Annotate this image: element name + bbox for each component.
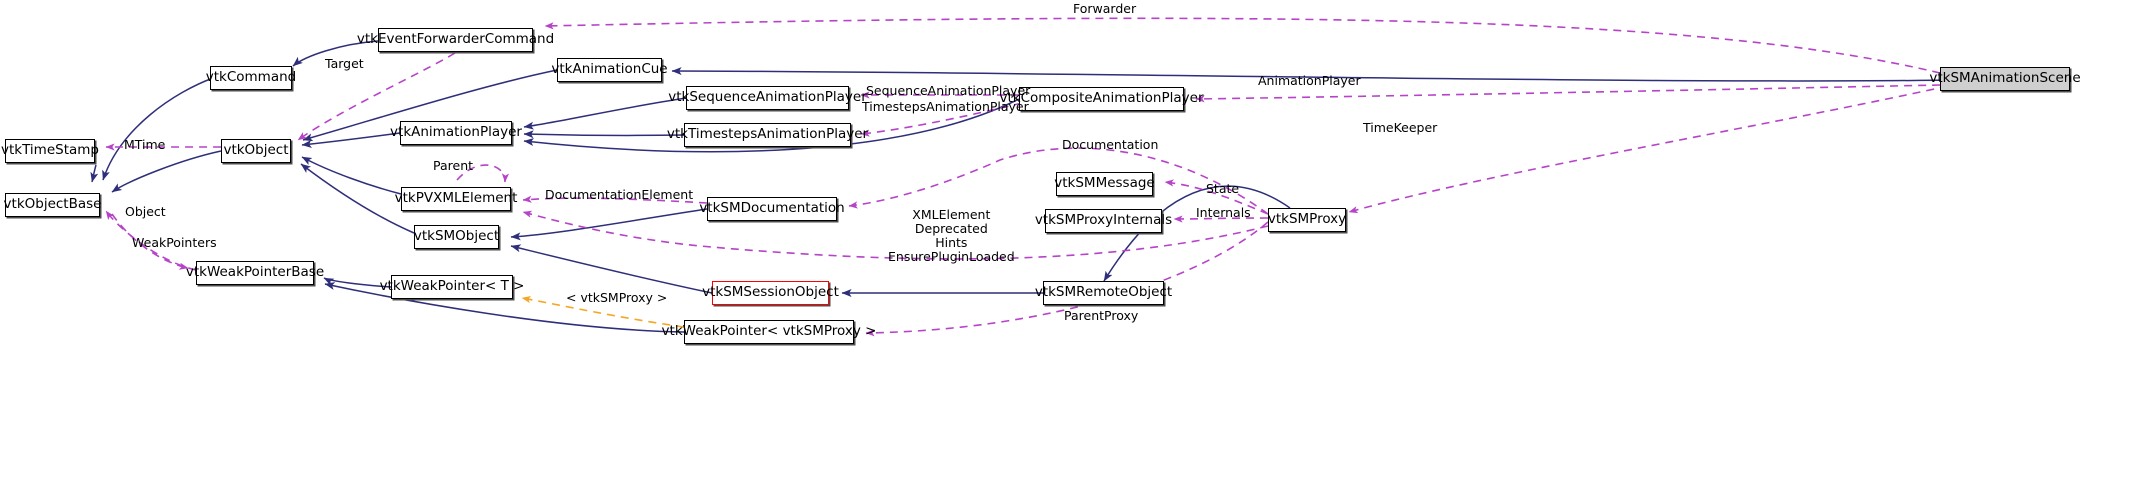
edge-smproxy-xmlelement <box>522 210 1269 260</box>
inheritance-edges <box>90 40 2019 333</box>
edge-label-timestepsanimationplayer: TimestepsAnimationPlayer <box>862 99 1029 114</box>
class-node-vtkSMObject[interactable]: vtkSMObject <box>414 225 499 249</box>
class-node-vtkTimeStamp[interactable]: vtkTimeStamp <box>1 139 99 163</box>
class-node-vtkSMMessage[interactable]: vtkSMMessage <box>1054 172 1155 196</box>
edge-command-to-objectbase <box>102 77 214 181</box>
edge-smproxy-state <box>1164 179 1269 215</box>
edge-sequenceplayer-to-animationplayer <box>523 97 687 130</box>
edge-weakpointert-to-weakpointerbase <box>323 277 392 288</box>
edge-smproxy-internals <box>1173 215 1269 223</box>
class-node-vtkAnimationCue[interactable]: vtkAnimationCue <box>551 58 668 82</box>
edge-eventforwarder-target <box>297 52 456 141</box>
class-node-vtkTimestepsAnimationPlayer[interactable]: vtkTimestepsAnimationPlayer <box>667 123 868 147</box>
edge-label-state: State <box>1206 181 1240 196</box>
class-node-vtkWeakPointerT[interactable]: vtkWeakPointer< T > <box>380 275 524 299</box>
edge-label-documentation: Documentation <box>1062 137 1159 152</box>
edge-label-animationplayer: AnimationPlayer <box>1258 73 1361 88</box>
class-node-vtkCompositeAnimationPlayer[interactable]: vtkCompositeAnimationPlayer <box>1000 87 1204 111</box>
edge-smobject-to-object <box>300 163 415 234</box>
edge-label-vtksmproxy-template: < vtkSMProxy > <box>566 290 668 305</box>
edge-label-parentproxy: ParentProxy <box>1064 308 1139 323</box>
edge-label-documentationelement: DocumentationElement <box>545 187 694 202</box>
class-node-vtkWeakPointerSMProxy[interactable]: vtkWeakPointer< vtkSMProxy > <box>662 320 876 344</box>
edge-label-forwarder: Forwarder <box>1073 1 1137 16</box>
edge-pvxmlelement-to-object <box>301 156 402 195</box>
edge-label-parent: Parent <box>433 158 474 173</box>
edge-smproxy-documentation <box>848 147 1269 215</box>
edge-smsessionobject-to-smobject <box>510 244 713 294</box>
class-node-vtkCommand[interactable]: vtkCommand <box>206 66 296 90</box>
edge-animationscene-timekeeper <box>1348 79 1976 214</box>
class-node-vtkEventForwarderCommand[interactable]: vtkEventForwarderCommand <box>357 28 554 52</box>
class-node-vtkObject[interactable]: vtkObject <box>221 139 291 163</box>
class-node-vtkSMDocumentation[interactable]: vtkSMDocumentation <box>699 197 845 221</box>
edge-animationscene-forwarder <box>544 17 1941 74</box>
edge-smdocumentation-documentationelement <box>522 195 708 204</box>
edge-animationscene-animationplayer <box>1195 84 1941 103</box>
class-node-vtkObjectBase[interactable]: vtkObjectBase <box>4 193 101 217</box>
association-edges <box>105 17 1976 337</box>
edge-label-xmlelement-group: XMLElement Deprecated Hints EnsurePlugin… <box>888 207 1015 264</box>
edge-animationcue-to-object <box>302 69 558 142</box>
class-node-vtkSMProxy[interactable]: vtkSMProxy <box>1268 208 1346 232</box>
class-node-vtkWeakPointerBase[interactable]: vtkWeakPointerBase <box>186 261 324 285</box>
edge-timestamp-to-objectbase <box>90 164 99 183</box>
class-node-vtkSMAnimationScene[interactable]: vtkSMAnimationScene <box>1929 67 2081 91</box>
edge-smproxy-to-smremoteobject <box>1103 185 1291 282</box>
edge-smproxy-parentproxy <box>865 221 1269 337</box>
edge-label-sequenceanimationplayer: SequenceAnimationPlayer <box>866 83 1031 98</box>
edge-smdocumentation-to-smobject <box>510 208 708 241</box>
edge-timestepsplayer-to-animationplayer <box>523 130 685 139</box>
template-edges <box>521 296 685 328</box>
class-node-vtkSMSessionObject[interactable]: vtkSMSessionObject <box>702 281 839 305</box>
edge-label-internals: Internals <box>1196 205 1251 220</box>
edge-compositeplayer-to-animationplayer <box>523 98 1020 153</box>
edge-label-weakpointers: WeakPointers <box>132 235 217 250</box>
edge-weakpointersmproxy-template <box>521 296 685 328</box>
class-node-vtkSMRemoteObject[interactable]: vtkSMRemoteObject <box>1035 281 1172 305</box>
class-node-vtkSequenceAnimationPlayer[interactable]: vtkSequenceAnimationPlayer <box>668 86 867 110</box>
edge-label-timekeeper: TimeKeeper <box>1363 120 1438 135</box>
class-node-vtkPVXMLElement[interactable]: vtkPVXMLElement <box>395 187 517 211</box>
edge-object-to-objectbase <box>111 150 222 193</box>
class-node-vtkAnimationPlayer[interactable]: vtkAnimationPlayer <box>390 121 522 145</box>
edge-label-mtime: MTime <box>124 137 166 152</box>
edge-animationscene-to-animationcue <box>671 67 2019 82</box>
edge-label-target: Target <box>325 56 364 71</box>
edge-objectbase-weakpointers <box>111 213 189 270</box>
edge-weakpointersmproxy-to-weakpointerbase <box>324 282 685 333</box>
edge-composite-timestepsplayer <box>860 102 1023 137</box>
edge-pvxmlelement-parent <box>456 164 510 183</box>
edge-animationplayer-to-object <box>301 132 401 148</box>
class-node-vtkSMProxyInternals[interactable]: vtkSMProxyInternals <box>1035 209 1172 233</box>
edge-weakpointerbase-object <box>105 210 197 271</box>
edge-eventforwarder-to-command <box>292 40 379 67</box>
edge-label-object: Object <box>125 204 166 219</box>
